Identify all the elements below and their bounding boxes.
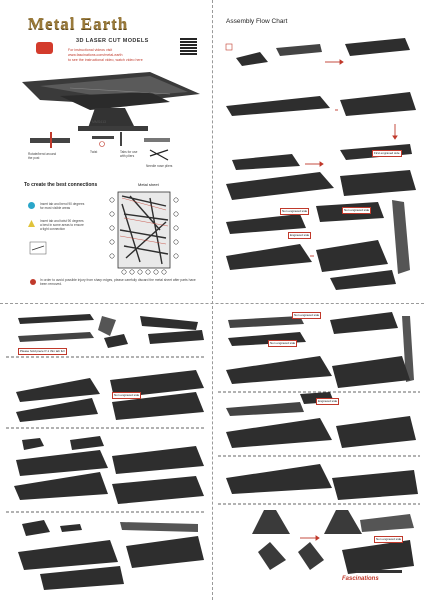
horizontal-cut-line bbox=[0, 302, 424, 304]
metal-sheet-diagram bbox=[109, 191, 179, 275]
callout-tenth: Non engraved side bbox=[374, 536, 404, 543]
callout-fifth: Please hold piece P-1 thin tab full bbox=[18, 348, 67, 355]
flow-chart-title: Assembly Flow Chart bbox=[226, 18, 288, 25]
flow-chart-bottom-right bbox=[218, 312, 420, 574]
vertical-cut-line bbox=[211, 0, 213, 600]
brand-badge-icon bbox=[36, 42, 53, 54]
callout-sixth: Non engraved side bbox=[112, 392, 142, 399]
callout-first: First engraved side bbox=[372, 150, 402, 157]
info-line-2[interactable]: www.fascinations.com/metal-earth bbox=[68, 53, 123, 57]
legend-bend: Rotate/bend around the post bbox=[28, 152, 57, 160]
legend-tabs: Tabs for use with pliers bbox=[120, 150, 138, 158]
brand-tagline: 3D LASER CUT MODELS bbox=[76, 38, 149, 44]
callout-second: Non engraved side bbox=[280, 208, 310, 215]
callout-seventh: Non engraved side bbox=[292, 312, 322, 319]
brand-title: Metal Earth bbox=[28, 14, 129, 33]
tip-bend: Insert tab and bend 90 degrees for most … bbox=[40, 202, 85, 210]
bend-tip-icon bbox=[28, 202, 35, 209]
tip-twist: Insert tab and twist 90 degrees a best i… bbox=[40, 219, 84, 231]
callout-eighth: Non engraved side bbox=[268, 340, 298, 347]
legend-icons bbox=[30, 132, 170, 161]
legend-pliers: Needle nose pliers bbox=[146, 164, 173, 168]
connection-tips bbox=[29, 241, 47, 255]
flow-chart-bottom-left bbox=[6, 314, 206, 590]
model-id: MMS413 bbox=[92, 120, 107, 124]
hero-ship-model bbox=[22, 72, 200, 131]
info-line-3: to see the instructional video, watch vi… bbox=[68, 58, 143, 62]
flow-chart-top-right bbox=[225, 38, 416, 290]
qr-code-icon[interactable] bbox=[180, 38, 197, 55]
callout-fourth: Engraved side bbox=[288, 232, 312, 239]
twist-tip-icon bbox=[28, 220, 35, 227]
legend-twist: Twist bbox=[90, 150, 98, 154]
safety-warning: In order to avoid possible injury from s… bbox=[40, 278, 196, 286]
warning-icon bbox=[30, 279, 36, 285]
metal-sheet-label: Metal sheet bbox=[138, 182, 159, 187]
callout-third: Non engraved side bbox=[342, 207, 372, 214]
callout-ninth: Engraved side bbox=[316, 398, 340, 405]
fascinations-logo: Fascinations bbox=[342, 576, 379, 582]
info-line-1: For instructional videos visit bbox=[68, 48, 113, 52]
connections-title: To create the best connections bbox=[24, 182, 98, 188]
